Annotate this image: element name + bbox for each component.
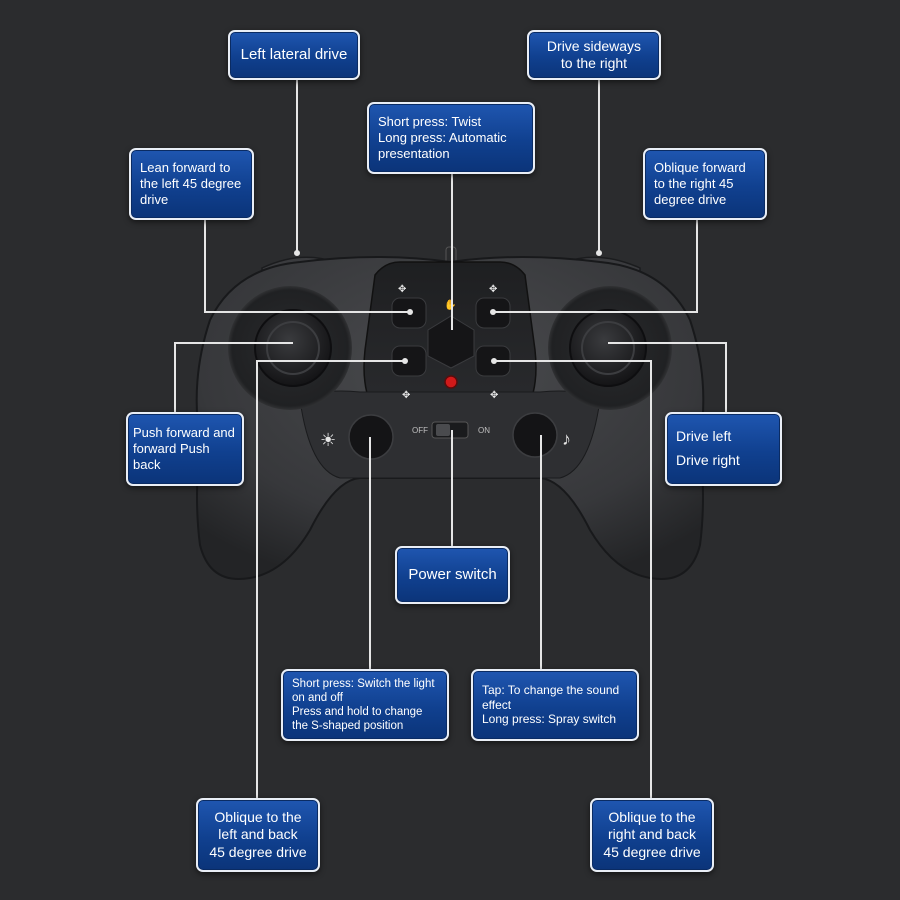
switch-off-text: OFF [412, 426, 428, 435]
label-light-button: Short press: Switch the light on and off… [281, 669, 449, 741]
svg-text:✥: ✥ [402, 390, 410, 401]
switch-on-text: ON [478, 426, 490, 435]
svg-text:✥: ✥ [398, 284, 406, 295]
label-push-forward-back: Push forward and forward Push back [126, 412, 244, 486]
label-center-button: Short press: Twist Long press: Automatic… [367, 102, 535, 174]
label-drive-left: Drive left [676, 425, 731, 449]
label-drive-left-right: Drive left Drive right [665, 412, 782, 486]
label-power-switch: Power switch [395, 546, 510, 604]
label-oblique-forward-right: Oblique forward to the right 45 degree d… [643, 148, 767, 220]
label-left-lateral-drive: Left lateral drive [228, 30, 360, 80]
light-bulb-icon: ☀ [320, 430, 336, 450]
label-sound-button: Tap: To change the sound effect Long pre… [471, 669, 639, 741]
label-drive-sideways-right: Drive sideways to the right [527, 30, 661, 80]
power-indicator [445, 376, 457, 388]
svg-text:✥: ✥ [489, 284, 497, 295]
music-note-icon: ♪ [562, 429, 571, 449]
label-drive-right: Drive right [676, 449, 740, 473]
hand-gesture-icon: ✋ [444, 298, 456, 311]
svg-text:✥: ✥ [490, 390, 498, 401]
label-oblique-right-back: Oblique to the right and back 45 degree … [590, 798, 714, 872]
sound-button [513, 413, 557, 457]
label-lean-forward-left: Lean forward to the left 45 degree drive [129, 148, 254, 220]
label-oblique-left-back: Oblique to the left and back 45 degree d… [196, 798, 320, 872]
